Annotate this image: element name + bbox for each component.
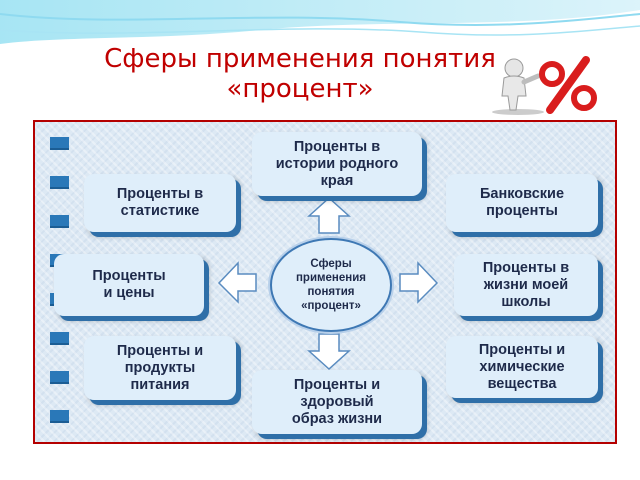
title-line-2: «процент» — [226, 74, 374, 104]
decorative-wave — [0, 0, 640, 44]
bullet-square-icon — [50, 410, 69, 423]
slide-title: Сферы применения понятия «процент» — [40, 44, 560, 104]
node-chemistry: Проценты и химические вещества — [446, 336, 598, 398]
node-school: Проценты в жизни моей школы — [454, 254, 598, 316]
node-statistics: Проценты в статистике — [84, 174, 236, 232]
center-node: Сферы применения понятия «процент» — [270, 238, 392, 332]
node-food: Проценты и продукты питания — [84, 336, 236, 400]
bullet-square-icon — [50, 137, 69, 150]
bullet-square-icon — [50, 176, 69, 189]
node-banking: Банковские проценты — [446, 174, 598, 232]
title-line-1: Сферы применения понятия — [104, 44, 496, 74]
node-history: Проценты в истории родного края — [252, 132, 422, 196]
node-health: Проценты и здоровый образ жизни — [252, 370, 422, 434]
node-prices: Проценты и цены — [54, 254, 204, 316]
bullet-square-icon — [50, 371, 69, 384]
bullet-square-icon — [50, 215, 69, 228]
percent-sign-icon — [492, 56, 597, 115]
bullet-square-icon — [50, 332, 69, 345]
